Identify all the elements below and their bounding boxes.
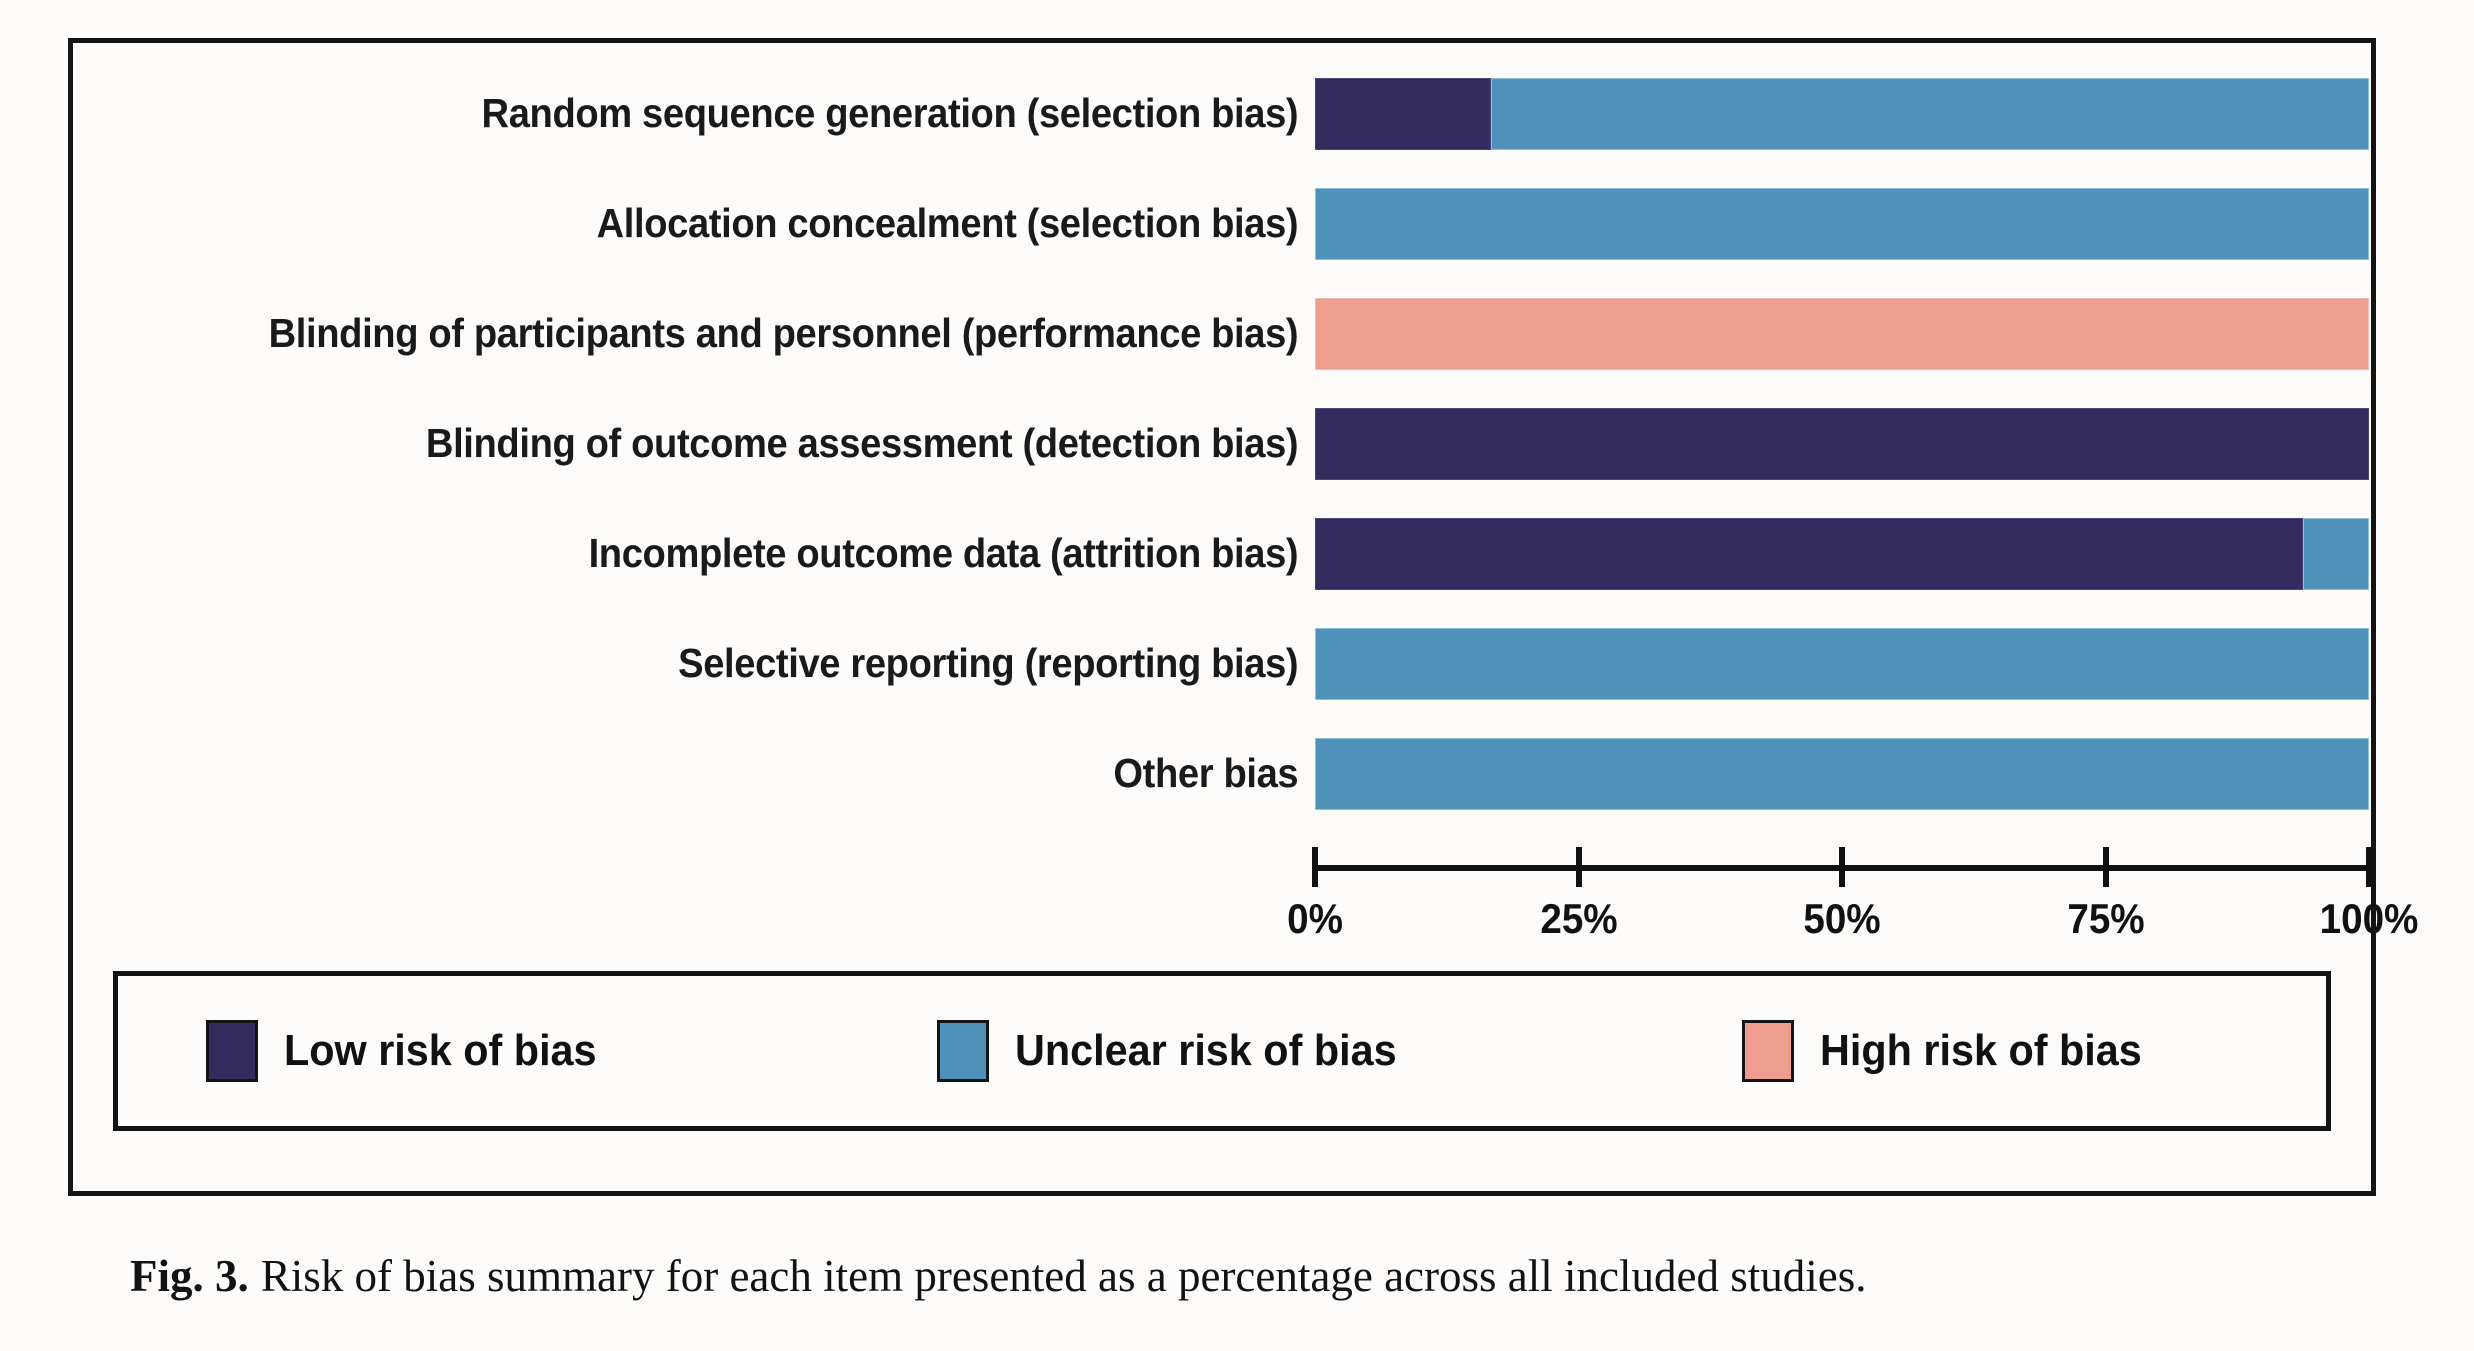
bar-segment-low-risk <box>1315 408 2369 480</box>
bias-bar <box>1315 738 2369 810</box>
bias-row: Incomplete outcome data (attrition bias) <box>73 499 2371 609</box>
axis-tick-label: 0% <box>1287 895 1343 942</box>
axis-tick-label: 25% <box>1539 895 1618 942</box>
axis-tick-mark <box>1312 847 1318 887</box>
bar-segment-unclear-risk <box>2302 518 2369 590</box>
bar-segment-low-risk <box>1315 518 2303 590</box>
axis-tick-label: 100% <box>2319 895 2419 942</box>
bias-bar <box>1315 298 2369 370</box>
bias-row-label: Blinding of participants and personnel (… <box>268 310 1299 357</box>
legend-label: Unclear risk of bias <box>1014 1026 1397 1075</box>
bias-row-label: Blinding of outcome assessment (detectio… <box>425 420 1299 467</box>
axis-tick-mark <box>2102 847 2109 887</box>
bias-bar <box>1315 78 2369 150</box>
bar-segment-unclear-risk <box>1315 628 2369 700</box>
legend-label: High risk of bias <box>1820 1026 2143 1075</box>
bias-row: Blinding of outcome assessment (detectio… <box>73 389 2371 499</box>
bar-segment-unclear-risk <box>1315 738 2369 810</box>
figure-caption: Fig. 3.Risk of bias summary for each ite… <box>130 1250 2370 1302</box>
axis-tick-mark <box>1575 847 1582 887</box>
x-axis: 0% 25% 50% 75% 100% <box>1287 847 2418 942</box>
bias-row-label: Allocation concealment (selection bias) <box>596 200 1299 247</box>
bias-bar <box>1315 628 2369 700</box>
bias-row-label: Selective reporting (reporting bias) <box>678 640 1299 687</box>
chart-plot-area: Random sequence generation (selection bi… <box>73 43 2418 942</box>
bar-segment-unclear-risk <box>1315 188 2369 260</box>
legend-swatch-unclear-risk <box>936 1020 989 1082</box>
legend-item: Low risk of bias <box>206 1020 617 1082</box>
bar-segment-high-risk <box>1315 298 2369 370</box>
bias-rows-container: Random sequence generation (selection bi… <box>73 59 2371 829</box>
axis-tick-mark <box>2366 847 2372 887</box>
legend-swatch-low-risk <box>206 1020 258 1082</box>
legend-item: Unclear risk of bias <box>936 1020 1421 1082</box>
bias-row-label: Random sequence generation (selection bi… <box>481 90 1299 137</box>
legend-swatch-high-risk <box>1742 1020 1795 1082</box>
axis-tick-label: 75% <box>2066 895 2145 942</box>
bias-row: Selective reporting (reporting bias) <box>73 609 2371 719</box>
figure-panel: Random sequence generation (selection bi… <box>68 38 2418 1196</box>
bias-bar <box>1315 518 2369 590</box>
legend: Low risk of bias Unclear risk of bias High… <box>113 971 2331 1131</box>
bias-bar <box>1315 408 2369 480</box>
bar-segment-low-risk <box>1315 78 1492 150</box>
bar-segment-unclear-risk <box>1491 78 2369 150</box>
bias-bar <box>1315 188 2369 260</box>
bias-row: Other bias <box>73 719 2371 829</box>
caption-prefix: Fig. 3. <box>130 1251 249 1301</box>
bias-row: Random sequence generation (selection bi… <box>73 59 2371 169</box>
bias-row-label: Incomplete outcome data (attrition bias) <box>588 530 1299 577</box>
axis-tick-label: 50% <box>1803 895 1881 942</box>
bias-row: Blinding of participants and personnel (… <box>73 279 2371 389</box>
bias-row: Allocation concealment (selection bias) <box>73 169 2371 279</box>
legend-label: Low risk of bias <box>284 1026 597 1075</box>
bias-row-label: Other bias <box>1113 750 1299 797</box>
caption-text: Risk of bias summary for each item prese… <box>260 1251 1867 1301</box>
axis-tick-mark <box>1839 847 1845 887</box>
legend-item: High risk of bias <box>1742 1020 2162 1082</box>
